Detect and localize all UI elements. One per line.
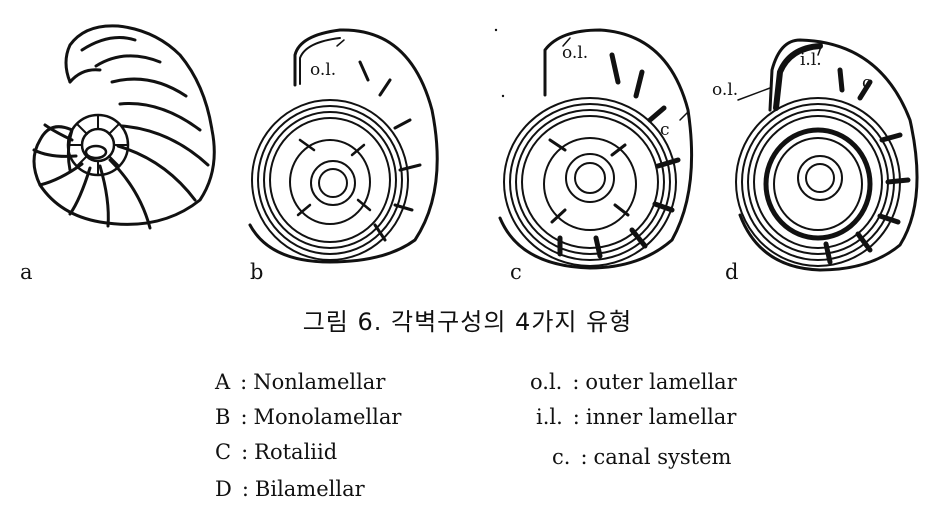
legend-item-d: D:Bilamellar xyxy=(215,477,365,501)
legend-key: C xyxy=(215,440,232,464)
legend-sep: : xyxy=(240,405,248,429)
legend-text: outer lamellar xyxy=(585,370,737,394)
legend-key: c. xyxy=(552,445,571,469)
panel-b-letter: b xyxy=(250,260,264,284)
panel-b-shell xyxy=(248,28,439,264)
speck-mark xyxy=(501,94,505,98)
panel-c-c-label: c xyxy=(660,120,670,140)
legend-text: inner lamellar xyxy=(585,405,737,429)
legend-item-a: A:Nonlamellar xyxy=(215,370,385,394)
legend-sep: : xyxy=(580,445,588,469)
foraminifera-wall-diagram: o.l. o.l. c o.l. i.l. c xyxy=(32,24,919,272)
legend-key: B xyxy=(215,405,231,429)
legend-key: D xyxy=(215,477,232,501)
panel-c-pointers xyxy=(562,37,689,121)
legend-item-b: B:Monolamellar xyxy=(215,405,401,429)
panel-d-letter: d xyxy=(725,260,739,284)
legend-text: Nonlamellar xyxy=(253,370,386,394)
panel-d-pointers xyxy=(737,43,869,101)
speck-mark xyxy=(494,28,498,32)
legend-key: i.l. xyxy=(536,405,563,429)
panel-b-ol-pointer xyxy=(336,39,345,47)
legend-sep: : xyxy=(572,370,580,394)
legend-key: o.l. xyxy=(530,370,563,394)
panel-a-letter: a xyxy=(20,260,33,284)
legend-text: Rotaliid xyxy=(254,440,338,464)
panel-d-il-label: i.l. xyxy=(800,50,822,70)
panel-c-ol-label: o.l. xyxy=(562,43,588,63)
legend-text: Bilamellar xyxy=(254,477,365,501)
legend-key: A xyxy=(215,370,231,394)
legend-sep: : xyxy=(240,370,248,394)
legend-sep: : xyxy=(241,477,249,501)
legend-sep: : xyxy=(572,405,580,429)
legend-item-il: i.l.:inner lamellar xyxy=(536,405,736,429)
panel-c-letter: c xyxy=(510,260,522,284)
legend-text: Monolamellar xyxy=(253,405,402,429)
legend-sep: : xyxy=(241,440,249,464)
legend-item-c-canal: c.:canal system xyxy=(552,445,731,469)
panel-d-shell xyxy=(735,38,919,272)
panel-d-ol-label: o.l. xyxy=(712,80,738,100)
panel-c-shell xyxy=(498,28,694,270)
legend-item-c: C:Rotaliid xyxy=(215,440,337,464)
panel-a-shell xyxy=(32,24,216,230)
panel-d-c-label: c xyxy=(862,73,872,93)
panel-b-ol-label: o.l. xyxy=(310,60,336,80)
figure-caption: 그림 6. 각벽구성의 4가지 유형 xyxy=(302,308,633,336)
legend-item-ol: o.l.:outer lamellar xyxy=(530,370,737,394)
legend-text: canal system xyxy=(593,445,732,469)
